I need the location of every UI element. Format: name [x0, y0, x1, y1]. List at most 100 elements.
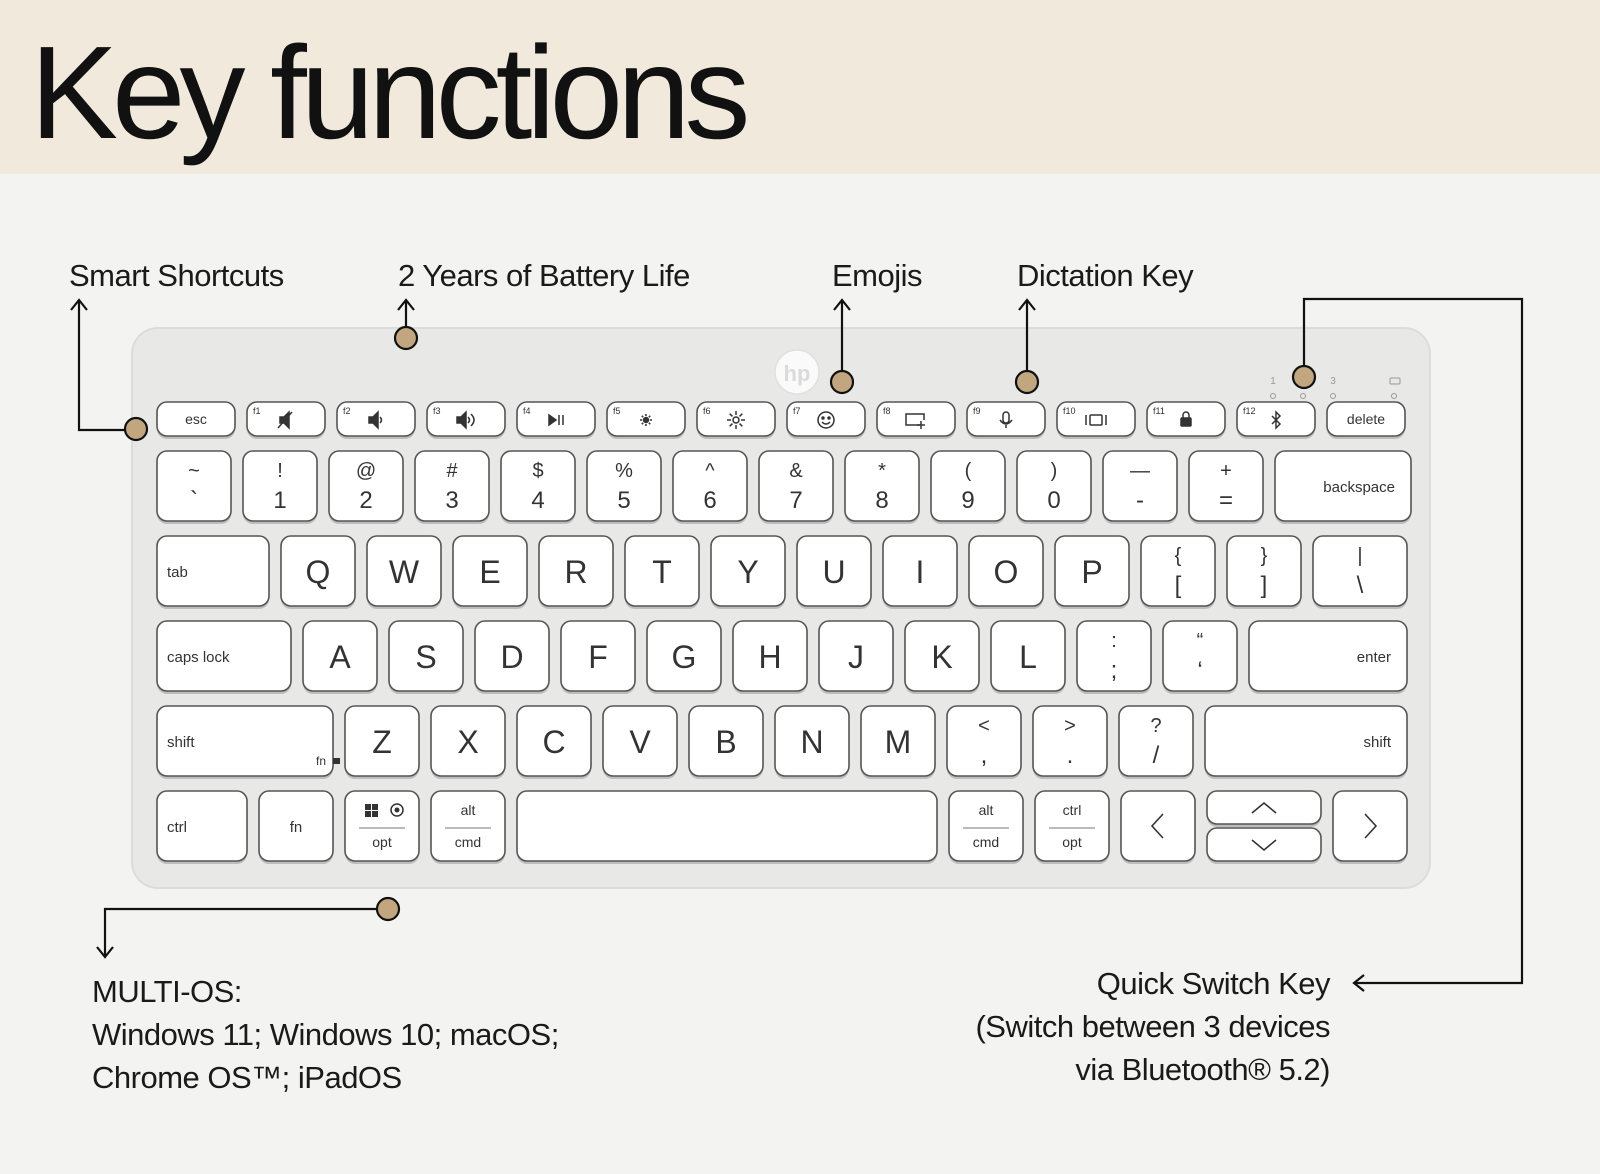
key-top-label: alt: [979, 802, 994, 818]
key-face: [758, 450, 834, 522]
key-label: shift: [1363, 734, 1391, 751]
key-top-label: |: [1357, 545, 1362, 567]
key-bottom-label: cmd: [455, 834, 481, 850]
channel-led: [1300, 393, 1306, 399]
key-face: [328, 450, 404, 522]
key: enter: [1248, 620, 1408, 694]
key-label: caps lock: [167, 649, 230, 666]
key: H: [732, 620, 808, 694]
key-letter: Z: [372, 724, 392, 760]
key-bottom-label: /: [1153, 742, 1160, 769]
modifier-key: fn: [258, 790, 334, 864]
title-banner: Key functions: [0, 0, 1600, 174]
key-face: [560, 620, 636, 692]
key: E: [452, 535, 528, 609]
down-arrow-key: [1206, 827, 1322, 864]
key: T: [624, 535, 700, 609]
battery-icon: [1389, 377, 1401, 385]
key-face: [430, 705, 506, 777]
fn-key: f11: [1146, 401, 1226, 439]
key-face: [732, 620, 808, 692]
key-bottom-label: 2: [359, 487, 372, 514]
fn-key: f4: [516, 401, 596, 439]
key-face: [156, 705, 334, 777]
key-face: [1226, 535, 1302, 607]
key-face: [1204, 705, 1408, 777]
page-title: Key functions: [30, 19, 750, 166]
play-pause-icon: [548, 413, 564, 427]
label-dictation-key: Dictation Key: [1017, 258, 1194, 293]
key-face: [1188, 450, 1264, 522]
key-bottom-label: =: [1219, 487, 1233, 514]
battery-arrow: [397, 298, 415, 311]
key-face: [516, 705, 592, 777]
key: {[: [1140, 535, 1216, 609]
modifier-key: [1120, 790, 1196, 864]
key: &7: [758, 450, 834, 524]
down-arrow-icon: [1251, 839, 1277, 852]
fn-lock-icon: [333, 758, 340, 764]
key-top-label: “: [1197, 630, 1204, 652]
screen-snip-icon: [905, 413, 925, 429]
key-top-label: :: [1111, 630, 1117, 652]
key-face: [1206, 827, 1322, 862]
multi-os-leader: [103, 907, 376, 957]
key-face: [516, 790, 938, 862]
key-letter: E: [479, 554, 500, 590]
key-bottom-label: 1: [273, 487, 286, 514]
key: O: [968, 535, 1044, 609]
key: +=: [1188, 450, 1264, 524]
key: Y: [710, 535, 786, 609]
key-letter: M: [885, 724, 912, 760]
key: !1: [242, 450, 318, 524]
volume-up-icon: [456, 410, 475, 430]
fn-sub-label: f10: [1063, 406, 1076, 416]
key-bottom-label: ;: [1111, 657, 1118, 684]
fn-key: f6: [696, 401, 776, 439]
key: :;: [1076, 620, 1152, 694]
key-top-label: —: [1130, 460, 1150, 482]
key-letter: N: [800, 724, 823, 760]
key-face: [1054, 535, 1130, 607]
space-bar: [516, 790, 938, 864]
key: W: [366, 535, 442, 609]
fn-sub-label: f8: [883, 406, 891, 416]
key: tab: [156, 535, 270, 609]
key-letter: H: [758, 639, 781, 675]
emojis-arrow: [833, 298, 851, 311]
key-letter: Y: [737, 554, 758, 590]
windows-icon: [365, 804, 371, 810]
key-bottom-label: 4: [531, 487, 544, 514]
fn-key: f3: [426, 401, 506, 439]
quick-switch-line-1: (Switch between 3 devices: [975, 1009, 1330, 1044]
key-letter: L: [1019, 639, 1037, 675]
key-letter: P: [1081, 554, 1102, 590]
label-quick-switch: Quick Switch Key (Switch between 3 devic…: [975, 962, 1330, 1091]
key-top-label: ^: [705, 460, 715, 482]
key-letter: V: [629, 724, 651, 760]
fn-key: f7: [786, 401, 866, 439]
hp-logo: hp: [774, 349, 820, 395]
key-top-label: {: [1175, 545, 1182, 567]
key-face: [156, 620, 292, 692]
key: *8: [844, 450, 920, 524]
emoji-icon: [817, 411, 835, 429]
key-face: [344, 705, 420, 777]
fn-sub-label: f5: [613, 406, 621, 416]
display-switch-icon: [1085, 414, 1107, 426]
key-bottom-label: -: [1136, 487, 1144, 514]
key-letter: D: [500, 639, 523, 675]
label-battery-life: 2 Years of Battery Life: [398, 258, 690, 293]
modifier-key: opt: [344, 790, 420, 864]
label-multi-os: MULTI-OS: Windows 11; Windows 10; macOS;…: [92, 970, 559, 1099]
key-top-label: +: [1220, 460, 1232, 482]
key-bottom-label: ‘: [1197, 657, 1202, 684]
key-face: [1332, 790, 1408, 862]
key-face: [876, 401, 956, 437]
key-face: [538, 535, 614, 607]
key-letter: O: [994, 554, 1019, 590]
key-letter: R: [564, 554, 587, 590]
key-face: [844, 450, 920, 522]
dictation-dot: [1014, 369, 1040, 395]
key-face: [930, 450, 1006, 522]
